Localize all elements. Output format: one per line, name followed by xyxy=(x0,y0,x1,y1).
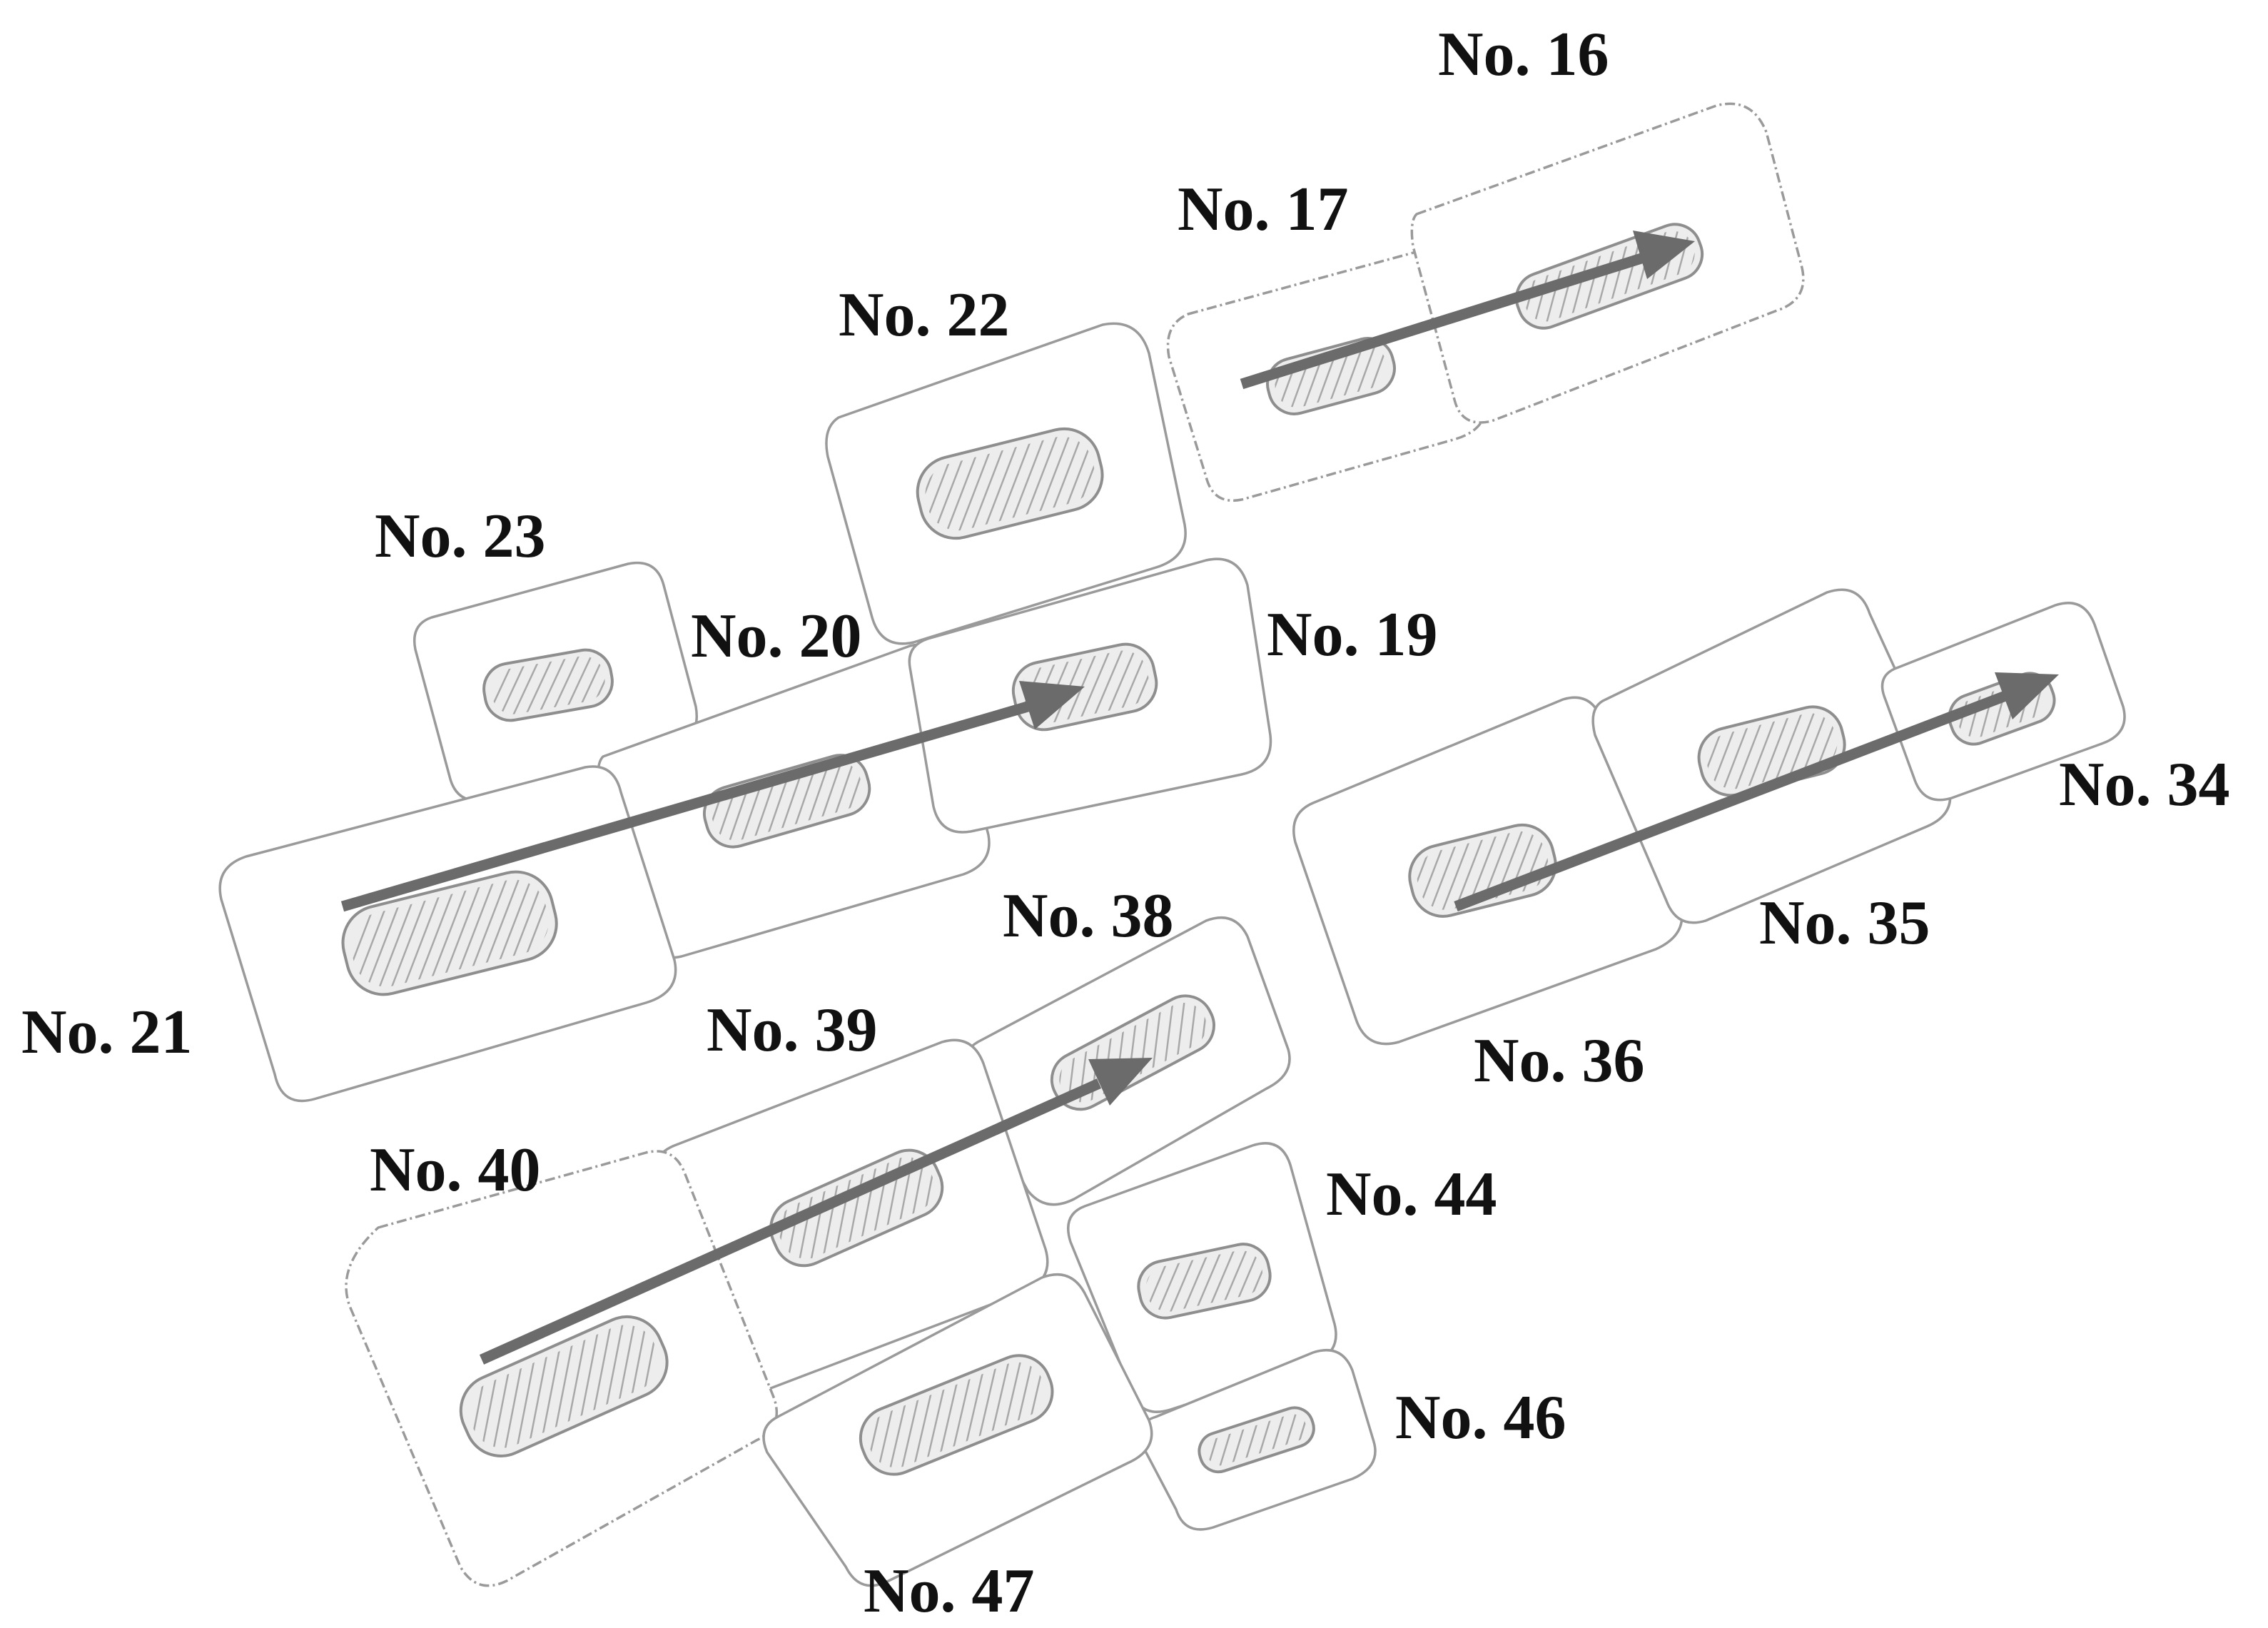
label-no38: No. 38 xyxy=(1003,881,1174,951)
label-no44: No. 44 xyxy=(1326,1160,1497,1229)
label-no47: No. 47 xyxy=(864,1557,1035,1626)
label-no23: No. 23 xyxy=(375,502,546,571)
label-no46: No. 46 xyxy=(1395,1383,1566,1452)
label-no19: No. 19 xyxy=(1267,600,1438,669)
label-no22: No. 22 xyxy=(839,280,1010,350)
label-no40: No. 40 xyxy=(370,1136,541,1205)
label-no17: No. 17 xyxy=(1178,175,1349,244)
label-no21: No. 21 xyxy=(21,998,193,1067)
label-no34: No. 34 xyxy=(2059,750,2230,819)
label-no20: No. 20 xyxy=(691,602,862,671)
label-no36: No. 36 xyxy=(1474,1026,1645,1096)
label-no16: No. 16 xyxy=(1438,20,1609,89)
cell-group-16-17 xyxy=(1168,103,1803,500)
label-no39: No. 39 xyxy=(707,996,878,1065)
label-no35: No. 35 xyxy=(1759,889,1930,958)
